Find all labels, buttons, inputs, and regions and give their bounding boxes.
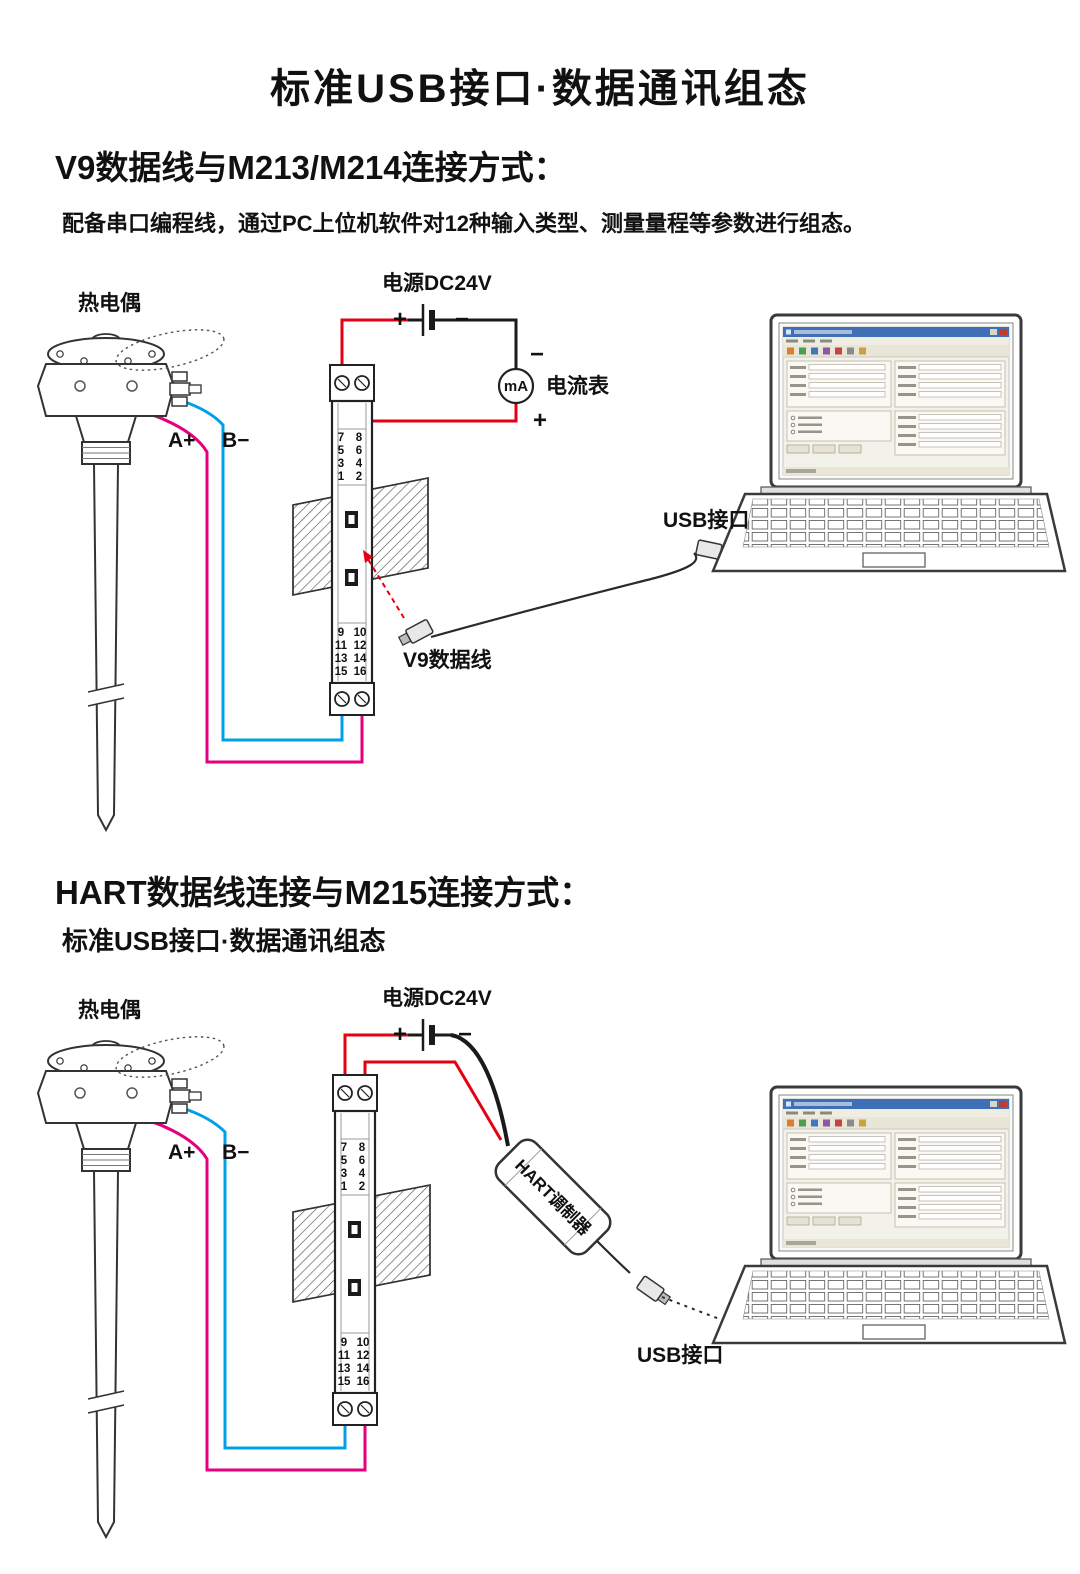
terminal-number: 13 (335, 653, 348, 665)
wire-a-label: A+ (168, 1141, 195, 1164)
modulator-cable (596, 1240, 631, 1274)
ammeter (497, 367, 535, 405)
laptop (711, 1085, 1067, 1345)
wire-power-positive (340, 318, 409, 380)
terminal-number: 9 (338, 627, 344, 639)
ammeter-symbol: mA (504, 378, 528, 395)
wire-power-negative (451, 318, 518, 369)
terminal-number: 6 (359, 1155, 365, 1167)
terminal-number: 12 (357, 1350, 370, 1362)
terminal-number: 11 (338, 1350, 351, 1362)
terminal-number: 7 (341, 1142, 347, 1154)
section2-diagram: 7 8 5 6 3 4 1 2 9 10 11 12 13 14 15 16 (37, 987, 1067, 1538)
hart-cable (450, 1033, 510, 1147)
power-label: 电源DC24V (382, 987, 492, 1010)
wire-loop-return (363, 1060, 503, 1141)
usb-plug (635, 1274, 673, 1308)
terminal-number: 8 (356, 432, 363, 444)
terminal-number: 2 (359, 1181, 365, 1193)
section1-diagram: mA 7 8 5 6 3 4 1 2 9 10 11 12 13 14 15 1… (37, 272, 1067, 831)
terminal-number: 5 (338, 445, 345, 457)
v9-plug (396, 618, 435, 649)
terminal-number: 15 (335, 666, 348, 678)
power-label: 电源DC24V (382, 272, 492, 295)
power-supply-battery (408, 1019, 452, 1051)
label-lasso (115, 329, 225, 371)
thermocouple-sensor (37, 333, 202, 831)
thermocouple-label: 热电偶 (78, 998, 141, 1022)
terminal-number: 4 (359, 1168, 366, 1180)
wire-meter-return (360, 380, 518, 423)
terminal-number: 2 (356, 471, 362, 483)
power-plus-sign: + (393, 306, 407, 333)
terminal-number: 3 (341, 1168, 347, 1180)
ammeter-label: 电流表 (546, 374, 610, 398)
terminal-number: 12 (354, 640, 367, 652)
label-lasso (115, 1036, 225, 1078)
thermocouple-sensor (37, 1040, 202, 1538)
section2-heading: HART数据线连接与M215连接方式： (55, 874, 593, 911)
v9-cable-label: V9数据线 (403, 648, 492, 672)
meter-plus-sign: + (533, 407, 547, 434)
terminal-number: 4 (356, 458, 363, 470)
terminal-number: 11 (335, 640, 348, 652)
section1-heading: V9数据线与M213/M214连接方式： (55, 149, 567, 186)
laptop (711, 313, 1067, 573)
wire-b-label: B− (222, 429, 249, 452)
terminal-number: 16 (357, 1376, 370, 1388)
terminal-number: 9 (341, 1337, 347, 1349)
terminal-number: 13 (338, 1363, 351, 1375)
wire-power-positive (343, 1033, 409, 1090)
terminal-number: 14 (354, 653, 367, 665)
terminal-number: 6 (356, 445, 362, 457)
section1-description: 配备串口编程线，通过PC上位机软件对12种输入类型、测量量程等参数进行组态。 (62, 211, 866, 236)
terminal-number: 1 (341, 1181, 348, 1193)
terminal-number: 1 (338, 471, 345, 483)
usb-port-label: USB接口 (663, 509, 749, 532)
config-arrowhead (363, 550, 373, 563)
hart-modulator: HART调制器 (494, 1138, 612, 1256)
usb-dashed-link (661, 1296, 723, 1321)
usb-cable (430, 552, 698, 639)
page-title: 标准USB接口·数据通讯组态 (270, 67, 810, 111)
terminal-number: 14 (357, 1363, 370, 1375)
power-plus-sign: + (393, 1021, 407, 1048)
power-minus-sign: − (455, 306, 469, 333)
terminal-number: 15 (338, 1376, 351, 1388)
terminal-number: 5 (341, 1155, 348, 1167)
wire-a-label: A+ (168, 429, 195, 452)
terminal-number: 10 (354, 627, 367, 639)
section2-subtitle: 标准USB接口·数据通讯组态 (62, 926, 386, 956)
wire-b-label: B− (222, 1141, 249, 1164)
thermocouple-label: 热电偶 (78, 291, 141, 315)
power-minus-sign: − (458, 1021, 472, 1048)
meter-minus-sign: − (530, 341, 544, 368)
terminal-number: 16 (354, 666, 367, 678)
terminal-number: 3 (338, 458, 344, 470)
terminal-number: 8 (359, 1142, 366, 1154)
config-arrow (365, 555, 405, 619)
usb-port-label: USB接口 (637, 1344, 723, 1367)
terminal-number: 10 (357, 1337, 370, 1349)
terminal-number: 7 (338, 432, 344, 444)
power-supply-battery (408, 304, 452, 336)
